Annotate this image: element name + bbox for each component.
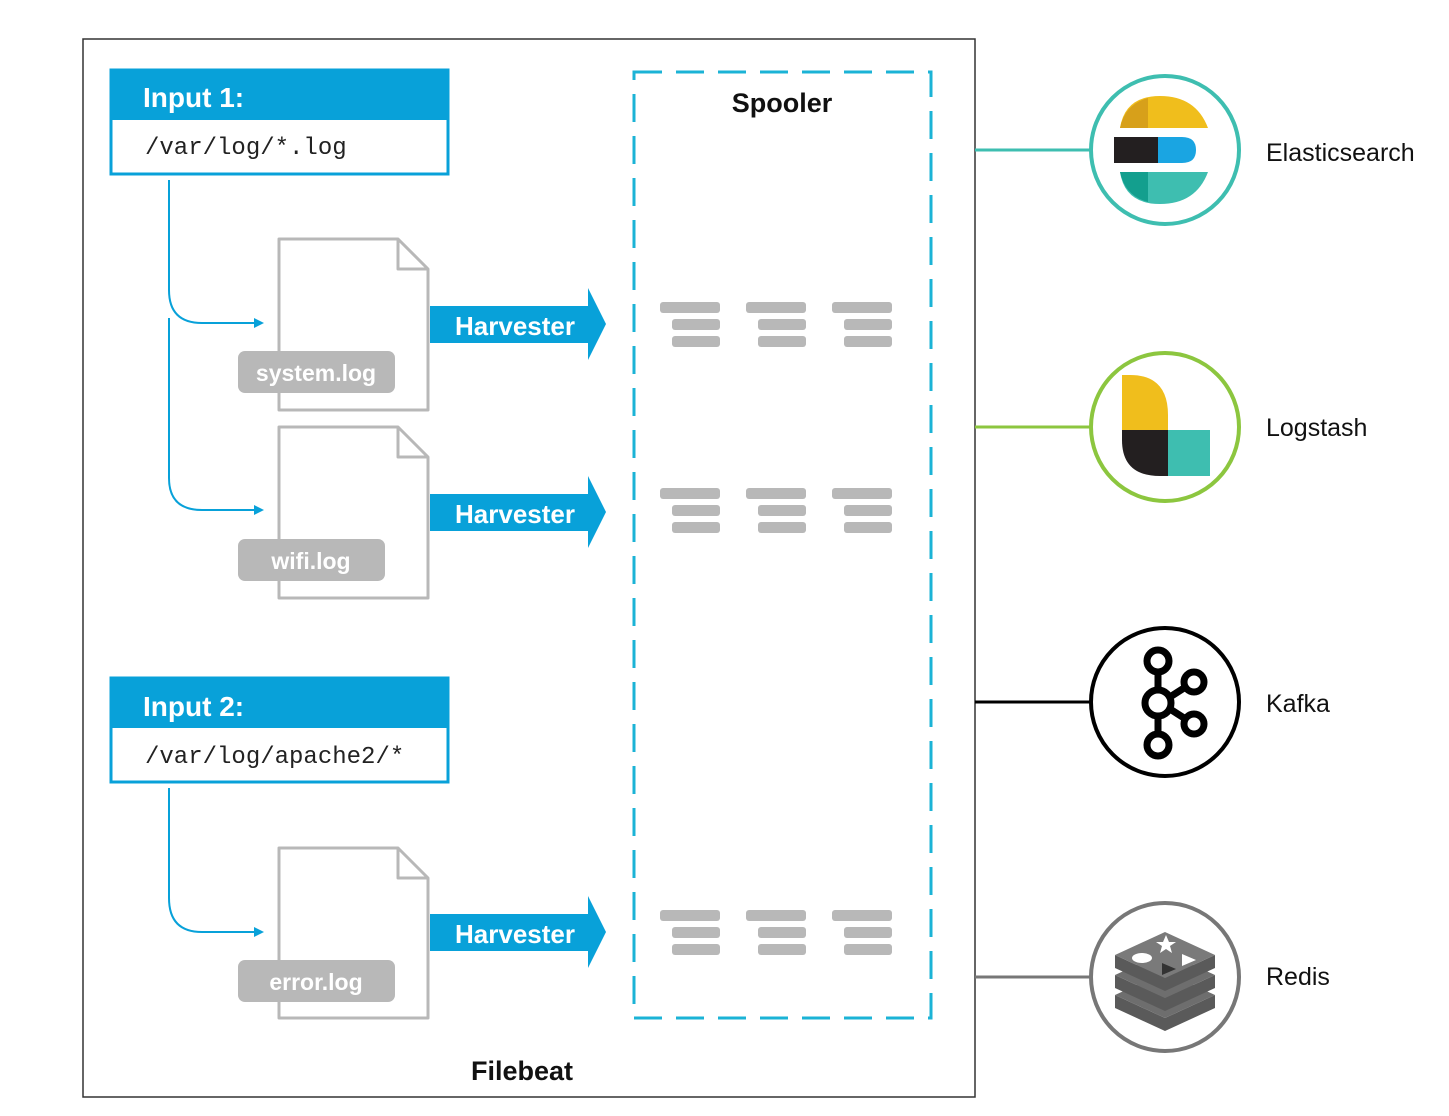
event-bar bbox=[672, 319, 720, 330]
event-stack-icon bbox=[660, 910, 720, 955]
event-stack-icon bbox=[832, 302, 892, 347]
input-2-title: Input 2: bbox=[143, 691, 244, 722]
event-bar bbox=[844, 319, 892, 330]
kafka-output: Kafka bbox=[1089, 626, 1330, 778]
connector-input1-system bbox=[168, 180, 264, 328]
input-1-box: Input 1: /var/log/*.log bbox=[109, 68, 450, 176]
event-bar bbox=[660, 488, 720, 499]
event-stack-icon bbox=[746, 910, 806, 955]
event-stack-icon bbox=[660, 302, 720, 347]
event-bar bbox=[758, 319, 806, 330]
logstash-label: Logstash bbox=[1266, 414, 1367, 442]
event-bar bbox=[660, 910, 720, 921]
event-bar bbox=[746, 488, 806, 499]
event-bar bbox=[844, 336, 892, 347]
input-2-box: Input 2: /var/log/apache2/* bbox=[109, 676, 450, 784]
input-2-path: /var/log/apache2/* bbox=[145, 744, 404, 771]
file-name-badge bbox=[238, 960, 395, 1002]
filebeat-frame bbox=[82, 38, 976, 1098]
event-bar bbox=[746, 302, 806, 313]
harvester-arrow-2: Harvester bbox=[430, 476, 606, 548]
event-bar bbox=[844, 505, 892, 516]
event-bar bbox=[832, 302, 892, 313]
file-name-label: wifi.log bbox=[270, 548, 350, 574]
file-name-badge bbox=[238, 539, 385, 581]
event-bar bbox=[672, 336, 720, 347]
spooler-label: Spooler bbox=[732, 88, 833, 118]
event-bar bbox=[844, 927, 892, 938]
event-bar bbox=[758, 522, 806, 533]
event-bar bbox=[832, 488, 892, 499]
event-stack-icon bbox=[832, 488, 892, 533]
elasticsearch-logo-icon bbox=[1114, 96, 1208, 204]
event-stack-icon bbox=[746, 488, 806, 533]
input-1-path: /var/log/*.log bbox=[145, 135, 347, 162]
event-bar bbox=[672, 944, 720, 955]
event-bar bbox=[758, 336, 806, 347]
harvester-label: Harvester bbox=[455, 919, 575, 949]
file-name-label: error.log bbox=[269, 969, 362, 995]
file-system-log: system.log bbox=[238, 237, 430, 412]
connector-input2-error bbox=[168, 788, 264, 937]
logstash-output: Logstash bbox=[1089, 351, 1367, 503]
logstash-logo-icon bbox=[1122, 375, 1210, 476]
input-1-title: Input 1: bbox=[143, 82, 244, 113]
event-stack-icon bbox=[660, 488, 720, 533]
harvester-label: Harvester bbox=[455, 499, 575, 529]
redis-label: Redis bbox=[1266, 963, 1330, 991]
kafka-ring bbox=[1089, 626, 1241, 778]
spooler-box bbox=[632, 70, 933, 1020]
harvester-arrow-3: Harvester bbox=[430, 896, 606, 968]
event-bar bbox=[660, 302, 720, 313]
event-bar bbox=[844, 522, 892, 533]
redis-output: Redis bbox=[1089, 901, 1330, 1053]
event-stack-icon bbox=[832, 910, 892, 955]
event-bar bbox=[672, 927, 720, 938]
harvester-label: Harvester bbox=[455, 311, 575, 341]
event-bar bbox=[672, 505, 720, 516]
event-bar bbox=[832, 910, 892, 921]
file-error-log: error.log bbox=[238, 846, 430, 1020]
event-bar bbox=[672, 522, 720, 533]
event-stack-icon bbox=[746, 302, 806, 347]
kafka-label: Kafka bbox=[1266, 690, 1330, 718]
harvester-arrow-1: Harvester bbox=[430, 288, 606, 360]
event-bar bbox=[758, 927, 806, 938]
event-bar bbox=[844, 944, 892, 955]
spooler-event-stacks bbox=[660, 302, 892, 955]
redis-logo-icon bbox=[1115, 932, 1215, 1031]
filebeat-label: Filebeat bbox=[471, 1056, 573, 1086]
kafka-logo-icon bbox=[1141, 646, 1208, 760]
file-name-badge bbox=[238, 351, 395, 393]
elasticsearch-label: Elasticsearch bbox=[1266, 139, 1415, 167]
event-bar bbox=[758, 944, 806, 955]
file-wifi-log: wifi.log bbox=[238, 425, 430, 600]
file-name-label: system.log bbox=[256, 360, 376, 386]
connector-input1-wifi bbox=[168, 318, 264, 515]
event-bar bbox=[758, 505, 806, 516]
event-bar bbox=[746, 910, 806, 921]
elasticsearch-output: Elasticsearch bbox=[1089, 74, 1415, 226]
